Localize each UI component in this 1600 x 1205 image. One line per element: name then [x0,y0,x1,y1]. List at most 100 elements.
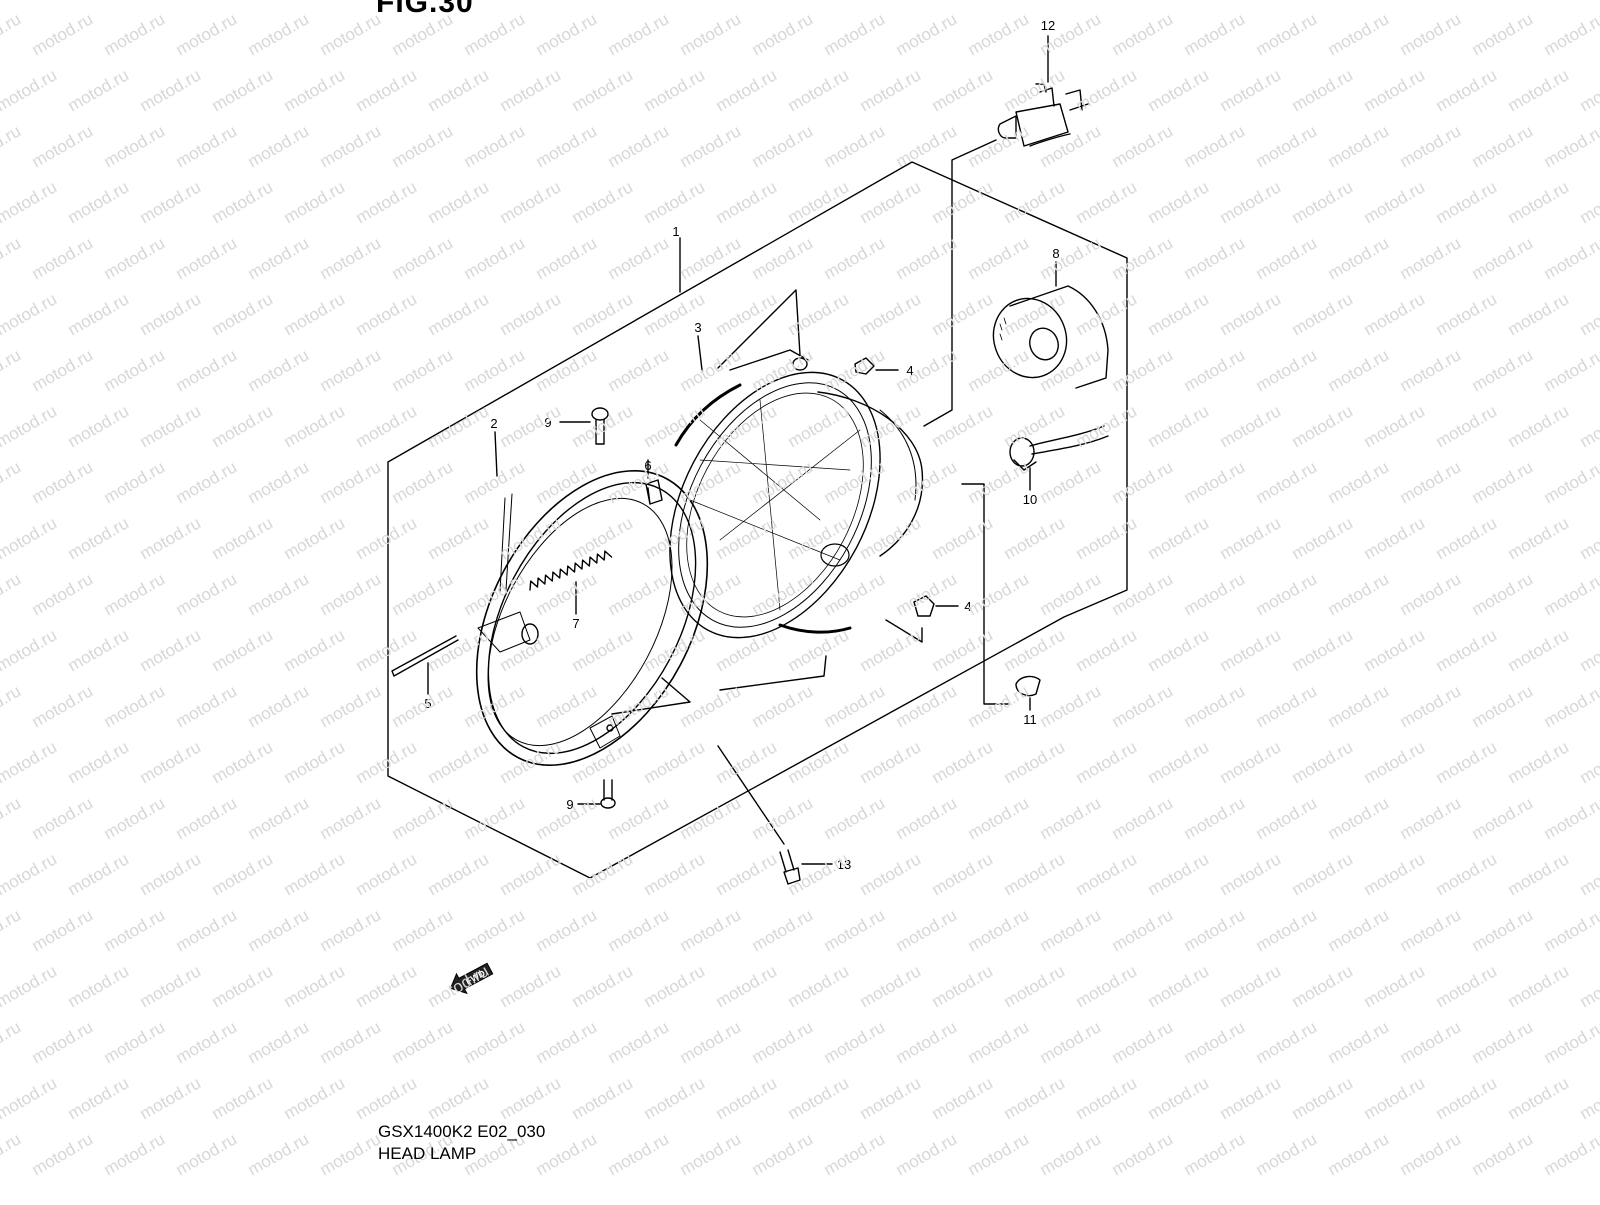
watermark-text: motod.ru [1289,401,1357,451]
watermark-text: motod.ru [101,681,169,731]
watermark-text: motod.ru [1433,849,1501,899]
watermark-text: motod.ru [497,65,565,115]
watermark-text: motod.ru [281,65,349,115]
watermark-text: motod.ru [497,961,565,1011]
watermark-text: motod.ru [1145,1073,1213,1123]
watermark-text: motod.ru [677,681,745,731]
watermark-text: motod.ru [713,737,781,787]
watermark-text: motod.ru [1109,569,1177,619]
watermark-text: motod.ru [65,401,133,451]
watermark-text: motod.ru [389,233,457,283]
watermark-text: motod.ru [1541,345,1600,395]
watermark-text: motod.ru [893,457,961,507]
watermark-text: motod.ru [713,1073,781,1123]
watermark-text: motod.ru [1253,681,1321,731]
watermark-text: motod.ru [1505,513,1573,563]
watermark-text: motod.ru [857,177,925,227]
watermark-text: motod.ru [0,905,24,955]
watermark-text: motod.ru [1469,681,1537,731]
watermark-text: motod.ru [425,1073,493,1123]
watermark-text: motod.ru [749,1129,817,1179]
watermark-text: motod.ru [389,793,457,843]
watermark-text: motod.ru [929,737,997,787]
watermark-text: motod.ru [569,401,637,451]
watermark-text: motod.ru [1433,737,1501,787]
watermark-text: motod.ru [641,401,709,451]
watermark-text: motod.ru [101,345,169,395]
watermark-text: motod.ru [1145,961,1213,1011]
watermark-text: motod.ru [821,345,889,395]
watermark-text: motod.ru [749,793,817,843]
watermark-text: motod.ru [1361,625,1429,675]
watermark-text: motod.ru [353,65,421,115]
watermark-text: motod.ru [1001,289,1069,339]
watermark-text: motod.ru [173,345,241,395]
watermark-text: motod.ru [893,1129,961,1179]
watermark-text: motod.ru [1577,1073,1600,1123]
watermark-text: motod.ru [1325,233,1393,283]
watermark-text: motod.ru [0,177,60,227]
watermark-text: motod.ru [101,569,169,619]
watermark-text: motod.ru [1181,681,1249,731]
watermark-text: motod.ru [785,0,853,3]
watermark-text: motod.ru [173,569,241,619]
watermark-text: motod.ru [1001,0,1069,3]
watermark-text: motod.ru [137,177,205,227]
watermark-text: motod.ru [281,0,349,3]
watermark-text: motod.ru [929,1073,997,1123]
watermark-text: motod.ru [1325,681,1393,731]
watermark-text: motod.ru [29,233,97,283]
watermark-text: motod.ru [209,289,277,339]
watermark-text: motod.ru [1397,1017,1465,1067]
watermark-text: motod.ru [533,345,601,395]
watermark-text: motod.ru [749,233,817,283]
watermark-text: motod.ru [245,1017,313,1067]
watermark-text: motod.ru [0,625,60,675]
watermark-text: motod.ru [353,177,421,227]
watermark-text: motod.ru [1145,849,1213,899]
watermark-text: motod.ru [533,233,601,283]
watermark-text: motod.ru [1181,569,1249,619]
watermark-text: motod.ru [785,65,853,115]
watermark-text: motod.ru [1433,625,1501,675]
watermark-text: motod.ru [1361,289,1429,339]
watermark-text: motod.ru [641,737,709,787]
watermark-text: motod.ru [1289,961,1357,1011]
watermark-text: motod.ru [1577,289,1600,339]
watermark-text: motod.ru [0,961,60,1011]
watermark-text: motod.ru [1073,625,1141,675]
watermark-text: motod.ru [317,1017,385,1067]
watermark-text: motod.ru [893,905,961,955]
watermark-text: motod.ru [137,289,205,339]
watermark-text: motod.ru [137,849,205,899]
watermark-text: motod.ru [173,793,241,843]
watermark-text: motod.ru [1217,177,1285,227]
watermark-text: motod.ru [965,121,1033,171]
watermark-text: motod.ru [1181,345,1249,395]
watermark-text: motod.ru [1217,625,1285,675]
watermark-text: motod.ru [65,177,133,227]
watermark-text: motod.ru [1109,905,1177,955]
watermark-text: motod.ru [65,737,133,787]
watermark-text: motod.ru [209,177,277,227]
watermark-text: motod.ru [1001,65,1069,115]
watermark-text: motod.ru [749,681,817,731]
watermark-text: motod.ru [569,625,637,675]
watermark-text: motod.ru [713,65,781,115]
watermark-text: motod.ru [713,513,781,563]
watermark-text: motod.ru [461,569,529,619]
watermark-text: motod.ru [785,513,853,563]
watermark-text: motod.ru [425,625,493,675]
watermark-text: motod.ru [1541,9,1600,59]
watermark-text: motod.ru [605,345,673,395]
watermark-text: motod.ru [1037,569,1105,619]
watermark-text: motod.ru [425,177,493,227]
watermark-text: motod.ru [821,121,889,171]
watermark-text: motod.ru [1433,65,1501,115]
watermark-text: motod.ru [713,849,781,899]
watermark-text: motod.ru [1289,737,1357,787]
watermark-text: motod.ru [461,345,529,395]
watermark-text: motod.ru [173,121,241,171]
watermark-text: motod.ru [605,1129,673,1179]
